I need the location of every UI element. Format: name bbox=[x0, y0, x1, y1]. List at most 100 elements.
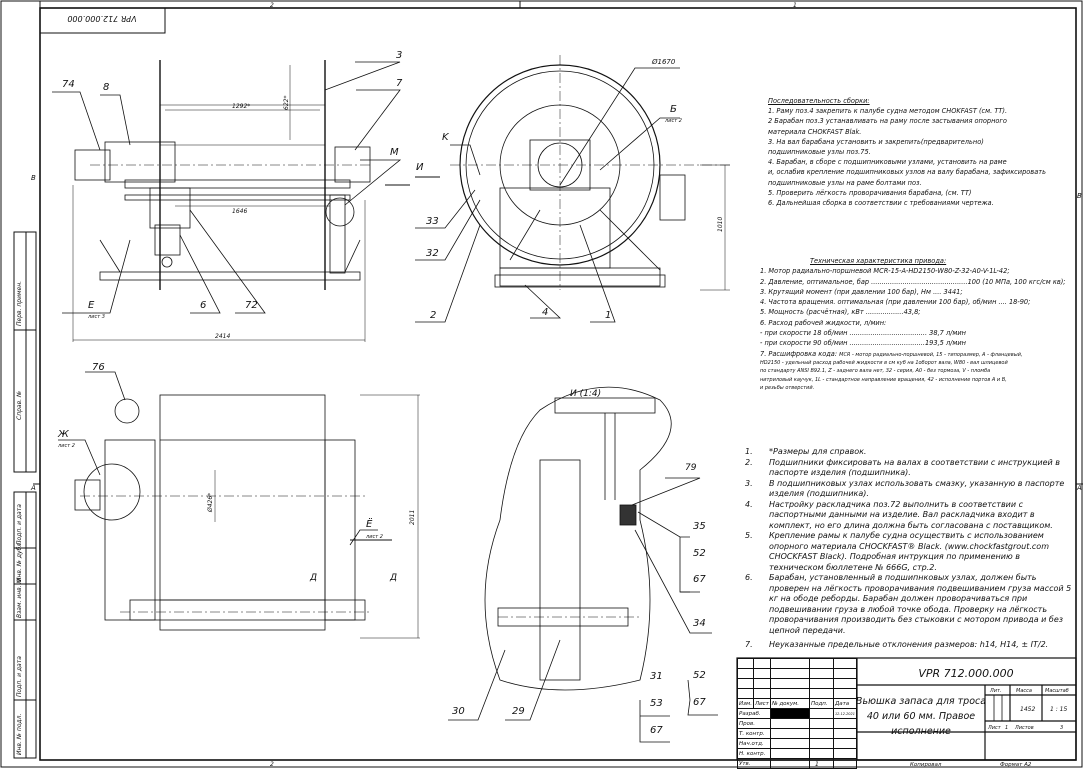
callout-34: 34 bbox=[693, 618, 706, 629]
assembly-line: 3. На вал барабана установить и закрепит… bbox=[768, 137, 984, 146]
requirement-text: Неуказанные предельные отклонения размер… bbox=[769, 640, 1049, 649]
callout-67c: 67 bbox=[693, 697, 706, 708]
zone-right-a: A bbox=[1076, 484, 1082, 492]
spec-line: 7. Расшифровка кода: MCR - мотор радиаль… bbox=[760, 349, 1066, 359]
assembly-sequence: Последовательность сборки: 1. Раму поз.4… bbox=[768, 96, 1046, 208]
callout-7: 7 bbox=[396, 78, 403, 89]
zone-right-b: B bbox=[1077, 192, 1082, 200]
callout-4: 4 bbox=[542, 307, 548, 318]
requirement-text: *Размеры для справок. bbox=[769, 447, 867, 456]
requirement-text: Крепление рамы к палубе судна осуществит… bbox=[769, 531, 1049, 572]
zone-bottom-2: 2 bbox=[270, 761, 274, 768]
redacted-name bbox=[769, 708, 810, 719]
requirement-num: 6. bbox=[745, 573, 753, 582]
callout-29: 29 bbox=[512, 706, 525, 717]
dim-2011: 2011 bbox=[409, 510, 416, 525]
spec-line: 1. Мотор радиально-поршневой MCR-15-A-HD… bbox=[760, 267, 1010, 276]
requirement-item: 6. Барабан, установленный в подшипнковых … bbox=[745, 573, 1075, 636]
side-stamp bbox=[13, 231, 37, 759]
requirement-item: 7.Неуказанные предельные отклонения разм… bbox=[745, 640, 1075, 651]
rotated-designation-box bbox=[39, 7, 166, 34]
requirement-item: 4.Настройку раскладчика поз.72 выполнить… bbox=[745, 500, 1075, 532]
callout-zh: Ж bbox=[57, 429, 70, 440]
callout-2: 2 bbox=[430, 310, 436, 321]
requirement-text: В подшипниковых узлах использовать смазк… bbox=[769, 478, 1065, 499]
spec-line: 4. Частота вращения. оптимальная (при да… bbox=[760, 298, 1031, 307]
assembly-heading: Последовательность сборки: bbox=[768, 97, 870, 105]
zone-top-2: 2 bbox=[270, 2, 274, 9]
row-checked: Пров. bbox=[737, 718, 771, 729]
callout-79: 79 bbox=[685, 463, 697, 473]
zone-left-b: B bbox=[31, 174, 36, 182]
top-view bbox=[58, 371, 420, 639]
dim-d1670: Ø1670 bbox=[651, 58, 676, 66]
requirement-num: 5. bbox=[745, 531, 753, 540]
callout-1: 1 bbox=[605, 310, 611, 321]
detail-view bbox=[448, 386, 718, 743]
sheet-label: Лист bbox=[987, 725, 1002, 731]
requirement-item: 5. Крепление рамы к палубе судна осуществ… bbox=[745, 531, 1075, 573]
requirement-item: 3.В подшипниковых узлах использовать сма… bbox=[745, 479, 1075, 500]
callout-32: 32 bbox=[426, 248, 439, 259]
assembly-line: 6. Дальнейшая сборка в соответствии с тр… bbox=[768, 199, 994, 208]
assembly-line: 2 Барабан поз.3 устанавливать на раму по… bbox=[768, 117, 1007, 126]
callout-33: 33 bbox=[426, 216, 439, 227]
callout-53: 53 bbox=[650, 698, 663, 709]
spec-line: - при скорости 90 об/мин ...............… bbox=[760, 339, 966, 348]
zone-left-a: A bbox=[30, 484, 36, 492]
callout-yo-sheet: лист 2 bbox=[365, 534, 383, 540]
callout-52b: 52 bbox=[693, 670, 706, 681]
stamp-ref-no: Справ. № bbox=[16, 390, 23, 420]
callout-52a: 52 bbox=[693, 548, 706, 559]
callout-m: M bbox=[390, 147, 399, 158]
stamp-sign-date-1: Подп. и дата bbox=[16, 504, 23, 545]
callout-74: 74 bbox=[62, 79, 75, 90]
row-tech-control: Т. контр. bbox=[737, 728, 771, 739]
spec-code-label: 7. Расшифровка кода: bbox=[760, 349, 840, 358]
sheets-value: 3 bbox=[1060, 725, 1063, 731]
callout-6: 6 bbox=[200, 300, 206, 311]
zone-top-1: 1 bbox=[793, 2, 797, 9]
scale-value: 1 : 15 bbox=[1050, 706, 1067, 713]
specs-heading: Техническая характеристика привода: bbox=[810, 257, 947, 265]
callout-67b: 67 bbox=[650, 725, 663, 736]
drawing-title-line-3: исполнение bbox=[891, 726, 951, 737]
callout-31: 31 bbox=[650, 671, 663, 682]
drive-specs: Техническая характеристика привода: 1. М… bbox=[760, 256, 1066, 393]
requirement-text: Барабан, установленный в подшипнковых уз… bbox=[769, 573, 1072, 635]
spec-line: - при скорости 18 об/мин ...............… bbox=[760, 329, 966, 338]
drawing-title-line-2: 40 или 60 мм. Правое bbox=[867, 711, 975, 722]
spec-line: 3. Крутящий момент (при давлении 100 бар… bbox=[760, 287, 963, 296]
mass-value: 1452 bbox=[1020, 706, 1035, 713]
callout-k: K bbox=[442, 132, 450, 143]
callout-30: 30 bbox=[452, 706, 465, 717]
section-d-left: Д bbox=[309, 573, 317, 583]
section-d-right: Д bbox=[389, 573, 397, 583]
assembly-line: и, ослабив крепление подшипниковых узлов… bbox=[768, 168, 1046, 177]
view-arrow-i: И bbox=[416, 162, 424, 173]
spec-code-line: HD2150 - удельный расход рабочей жидкост… bbox=[760, 360, 1008, 367]
spec-code-line: и резьбы отверстий. bbox=[760, 385, 815, 392]
stamp-sign-date-2: Подп. и дата bbox=[16, 656, 23, 697]
drawing-designation: VPR 712.000.000 bbox=[918, 667, 1013, 680]
assembly-line: подшипниковые узлы на раме болтами поз. bbox=[768, 178, 922, 187]
col-header-sign: Подп. bbox=[808, 698, 834, 709]
side-view bbox=[415, 55, 730, 323]
stamp-dup-inv: Инв. № дубл. bbox=[16, 540, 23, 582]
spec-code-line: по стандарту ANSI B92.1, Z - заднего вал… bbox=[760, 368, 991, 375]
title-block-table: Изм. Лист № докум. Подп. Дата Разраб. 12… bbox=[737, 658, 858, 769]
technical-requirements: 1.*Размеры для справок. 2.Подшипники фик… bbox=[745, 447, 1075, 651]
row-developer: Разраб. bbox=[737, 708, 771, 719]
stamp-first-use: Перв. примен. bbox=[16, 280, 23, 326]
front-view bbox=[52, 60, 410, 342]
requirement-num: 4. bbox=[745, 499, 753, 509]
requirement-item: 1.*Размеры для справок. bbox=[745, 447, 1075, 458]
stamp-repl-inv: Взам. инв. № bbox=[16, 577, 23, 618]
lit-label: Лит. bbox=[989, 688, 1002, 694]
requirement-item: 2.Подшипники фиксировать на валах в соот… bbox=[745, 458, 1075, 479]
assembly-line: 4. Барабан, в сборе с подшипниковыми узл… bbox=[768, 158, 1007, 167]
dim-1292: 1292* bbox=[232, 103, 250, 110]
dim-2414: 2414 bbox=[215, 333, 230, 340]
row-dept-head: Нач.отд. bbox=[737, 738, 771, 749]
col-header-doc: № докум. bbox=[769, 698, 810, 709]
